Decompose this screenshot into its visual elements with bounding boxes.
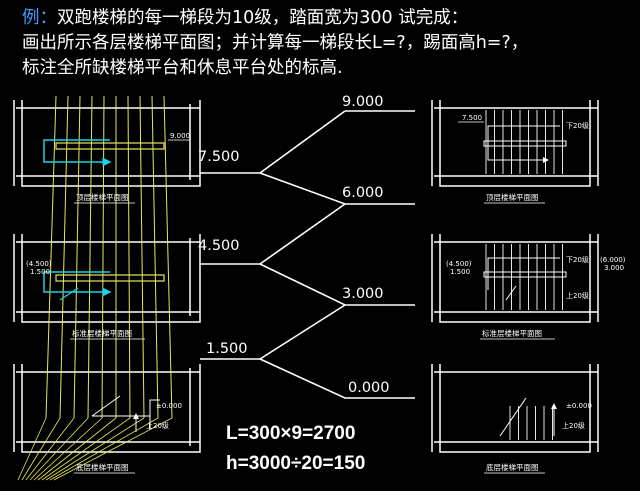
handrail-middle xyxy=(55,274,165,282)
problem-statement: 例：双跑楼梯的每一梯段为10级，踏面宽为300 试完成： 画出所示各层楼梯平面图… xyxy=(22,6,637,81)
left-plan-bottom xyxy=(13,364,201,453)
right-plan-top xyxy=(431,100,599,187)
right-plan-bottom xyxy=(431,364,599,453)
right-bottom-level: ±0.000 xyxy=(566,402,592,410)
right-plan-middle xyxy=(431,234,599,323)
right-mid-level-right: 3.000 xyxy=(604,264,624,272)
right-mid-caption: 标准层楼梯平面图 xyxy=(482,328,542,338)
example-label: 例： xyxy=(22,8,57,28)
left-top-caption: 顶层楼梯平面图 xyxy=(76,192,129,202)
elevation-0000: 0.000 xyxy=(348,380,390,396)
left-bottom-caption: 底层楼梯平面图 xyxy=(76,462,129,472)
right-top-caption: 顶层楼梯平面图 xyxy=(486,192,539,202)
fan-line xyxy=(41,417,131,481)
fan-line xyxy=(29,417,89,481)
right-mid-walk-arrow xyxy=(487,257,560,290)
left-plan-middle xyxy=(13,234,201,323)
projection-line xyxy=(127,95,131,419)
fan-line xyxy=(33,417,103,481)
left-mid-level-paren: (4.500) xyxy=(26,260,52,268)
projection-lines xyxy=(45,95,173,419)
right-bottom-up-label: 上20级 xyxy=(562,421,585,430)
elevation-7500: 7.500 xyxy=(198,149,240,165)
projection-line xyxy=(59,95,69,419)
fan-line xyxy=(17,417,47,481)
left-mid-caption: 标准层楼梯平面图 xyxy=(72,328,132,338)
fan-line xyxy=(21,417,61,481)
left-bottom-level: ±0.000 xyxy=(156,402,182,410)
left-plan-top xyxy=(13,100,201,187)
break-line-middle xyxy=(59,287,79,301)
projection-line xyxy=(73,95,81,419)
direction-arrow-middle xyxy=(43,271,112,297)
projection-line xyxy=(163,95,173,419)
projection-line xyxy=(45,95,57,419)
right-mid-down-label: 下20级 xyxy=(566,255,589,264)
projection-line xyxy=(87,95,93,419)
fan-line xyxy=(37,417,117,481)
right-mid-level-paren: (4.500) xyxy=(446,260,472,268)
projection-line xyxy=(151,95,159,419)
left-mid-level: 1.500 xyxy=(30,268,50,276)
right-mid-level: 1.500 xyxy=(450,268,470,276)
elevation-6000: 6.000 xyxy=(342,185,384,201)
fan-lines xyxy=(17,417,173,481)
projection-line xyxy=(139,95,145,419)
right-mid-handrail xyxy=(483,271,567,278)
result-h: h=3000÷20=150 xyxy=(226,453,366,474)
right-top-level: 7.500 xyxy=(462,114,482,122)
fan-line xyxy=(45,417,145,481)
elevation-9000: 9.000 xyxy=(342,94,384,110)
left-top-level: 9.000 xyxy=(170,132,190,140)
fan-line xyxy=(53,417,173,481)
right-bottom-break xyxy=(499,397,527,437)
projection-line xyxy=(101,95,105,419)
result-L: L=300×9=2700 xyxy=(226,423,356,444)
problem-line-1: 双跑楼梯的每一梯段为10级，踏面宽为300 试完成： xyxy=(57,8,469,28)
direction-arrow-top xyxy=(43,139,112,167)
stair-section-lines xyxy=(200,110,415,399)
right-top-walk-arrow xyxy=(487,125,560,163)
left-bottom-up-label: 上20级 xyxy=(146,421,169,430)
fan-line xyxy=(49,417,159,481)
right-mid-break xyxy=(505,285,517,301)
elevation-4500: 4.500 xyxy=(198,238,240,254)
right-bottom-treads xyxy=(509,406,553,440)
right-mid-up-label: 上20级 xyxy=(566,291,589,300)
right-top-handrail xyxy=(483,140,567,147)
fan-line xyxy=(25,417,75,481)
handrail-top xyxy=(55,142,165,150)
problem-line-2: 画出所示各层楼梯平面图；并计算每一梯段长L=?，踢面高h=?， xyxy=(22,33,529,53)
elevation-1500: 1.500 xyxy=(206,341,248,357)
problem-line-3: 标注全所缺楼梯平台和休息平台处的标高. xyxy=(22,58,343,78)
right-mid-level-right-paren: (6.000) xyxy=(600,256,626,264)
right-top-treads xyxy=(485,110,563,174)
right-top-down-label: 下20级 xyxy=(566,121,589,130)
elevation-3000: 3.000 xyxy=(342,286,384,302)
right-bottom-caption: 底层楼梯平面图 xyxy=(486,462,539,472)
